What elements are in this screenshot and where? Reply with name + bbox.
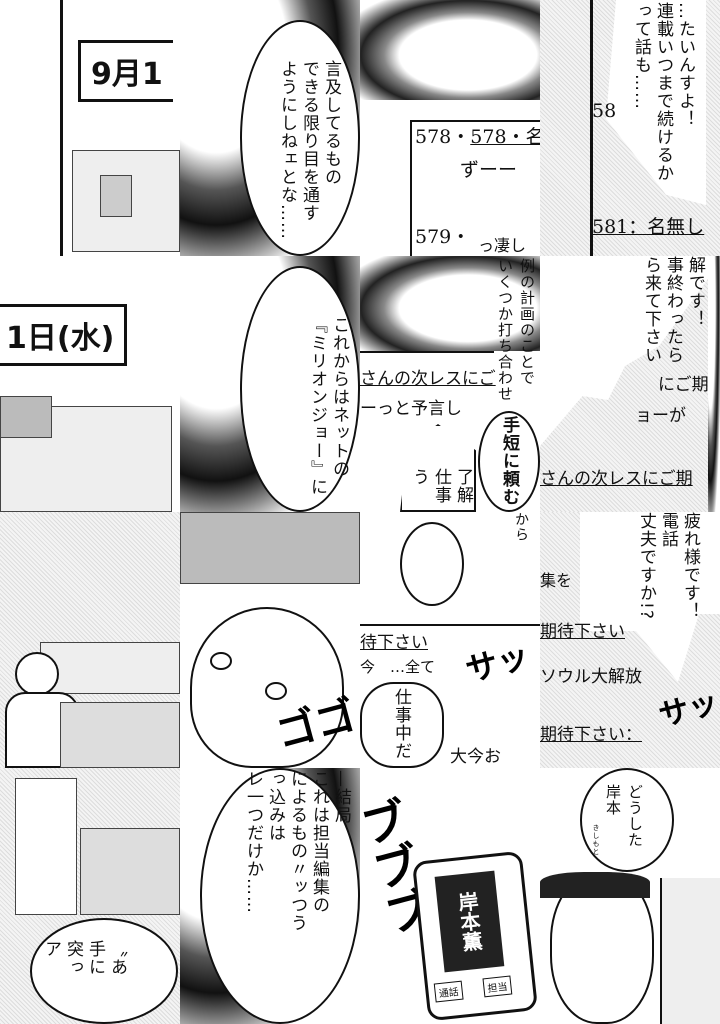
sound-effect: サッ [655, 684, 720, 735]
bubble-text: 解です！事終わったらら来て下さい [641, 256, 705, 364]
shelf-drawing [80, 828, 180, 915]
speech-bubble [240, 266, 360, 512]
binders-drawing [0, 396, 52, 438]
panel-bbs-phone: 疲れ様です！電話丈夫ですか!? 集を 期待下さい ソウル大解放 期待下さい： サ… [540, 512, 720, 768]
bbs-thread-title: 期待下さい [540, 622, 625, 642]
speech-bubble [200, 768, 360, 1024]
panel-room: 〝あ手に突っア [0, 768, 180, 1024]
panel-face-closeup: ゴゴ [180, 512, 360, 768]
bubble-text: 仕事中だ [391, 688, 411, 760]
bbs-thread-title: にご期 [658, 375, 709, 395]
shoulder-drawing [660, 878, 720, 1024]
speed-lines [708, 256, 720, 512]
furigana: きしもと [592, 824, 600, 856]
bubble-text: —結局これは担当編集のによるもの〃ッつうっ込みはレ一つだけか…… [243, 770, 351, 932]
bbs-post-body: …全て [390, 658, 436, 676]
bbs-thread-title: さんの次レスにご期 [540, 469, 693, 489]
man-head-drawing [15, 652, 59, 696]
bbs-thread-title: さんの次レスにご [360, 369, 496, 389]
speech-bubble [30, 918, 178, 1024]
bubble-text: …たいんすよ！連載いつまで続けるかって話も…… [631, 2, 695, 182]
answer-button[interactable]: 通話 [433, 980, 464, 1003]
eye-drawing [210, 652, 232, 670]
speech-bubble [360, 682, 444, 768]
bubble-text: 手短に頼む [499, 416, 519, 506]
desk-clutter-drawing [180, 512, 360, 584]
bubble-text: 疲れ様です！電話丈夫ですか!? [636, 512, 700, 620]
speech-bubble [580, 768, 674, 872]
bbs-post-body: 大今お [450, 747, 501, 767]
panel-bbs-work: から 待下さい 今 …全て サッ 仕事中だ 大今お [360, 512, 540, 768]
panel-office-date: 9月1 [0, 0, 180, 256]
bubble-text: 了解仕事う [409, 468, 473, 504]
bbs-post-header: 581：名無し [592, 216, 705, 238]
binder-drawing [100, 175, 132, 217]
bbs-headline: ソウル大解放 [540, 667, 642, 687]
panel-speech-net: これからはネットの『ミリオンジョー』に [180, 256, 360, 512]
bubble-text: から [513, 512, 529, 542]
bbs-post-body: っ凄し [478, 236, 527, 255]
face-drawing [400, 522, 464, 606]
panel-kishimoto: どうした岸本 きしもと [540, 768, 720, 1024]
panel-man-at-desk [0, 512, 180, 768]
bubble-text: 例の計画のことでいくつか打ち合わせ [496, 258, 536, 402]
bubble-text: これからはネットの『ミリオンジョー』に [307, 316, 349, 496]
shelf-drawing [40, 642, 180, 694]
sound-effect: サッ [461, 636, 534, 690]
bbs-post-body: ずーー [460, 159, 518, 181]
bbs-post-header: 579・ [415, 226, 471, 248]
caller-label: 担当 [482, 975, 513, 998]
cluttered-desk-drawing [60, 702, 180, 768]
bbs-post-header: 578・578・名無し [415, 126, 540, 148]
bbs-post-body: 集を [540, 571, 573, 590]
panel-bbs-speech: …たいんすよ！連載いつまで続けるかって話も…… 58 581：名無し [540, 0, 720, 256]
panel-office-date-2: 1日(水) [0, 256, 180, 512]
eye-drawing [265, 682, 287, 700]
post-number: 58 [592, 100, 617, 122]
smartphone: 岸本薫 通話 担当 [411, 850, 539, 1022]
bubble-text: 言及してるものできる限り目を通すようにしねェとな…… [277, 60, 341, 240]
panel-speech-effort: 言及してるものできる限り目を通すようにしねェとな…… [180, 0, 360, 256]
panel-bbs-reply: さんの次レスにご ーっと予言し 了解仕事う 手短に頼む 例の計画のことでいくつか… [360, 256, 540, 512]
speech-bubble [240, 20, 360, 256]
panel-speech-conclusion: —結局これは担当編集のによるもの〃ッつうっ込みはレ一つだけか…… [180, 768, 360, 1024]
speed-lines [360, 256, 540, 351]
bbs-post-body: ョーが [635, 406, 686, 426]
date-caption: 1日(水) [0, 304, 128, 366]
speech-bubble [478, 411, 540, 512]
panel-bbs-speech-2: 解です！事終わったらら来て下さい にご期 ョーが さんの次レスにご期 [540, 256, 720, 512]
hair-drawing [540, 872, 650, 898]
bubble-text: 〝あ手に突っア [41, 940, 127, 976]
bbs-thread-title: 待下さい [360, 633, 428, 653]
panel-bbs-posts: 578・578・名無し ずーー 579・ っ凄し [360, 0, 540, 256]
caller-name: 岸本薫 [434, 870, 505, 973]
door-drawing [15, 778, 77, 915]
bbs-post-body: ーっと予言し [360, 399, 462, 419]
bubble-text: どうした岸本 [604, 784, 644, 848]
speed-lines [360, 0, 540, 100]
panel-phone-ringing: ブブブ 岸本薫 通話 担当 [360, 768, 540, 1024]
bbs-post-body: 今 [360, 658, 376, 676]
bbs-thread-title: 期待下さい： [540, 725, 642, 745]
date-caption: 9月1 [78, 40, 173, 102]
